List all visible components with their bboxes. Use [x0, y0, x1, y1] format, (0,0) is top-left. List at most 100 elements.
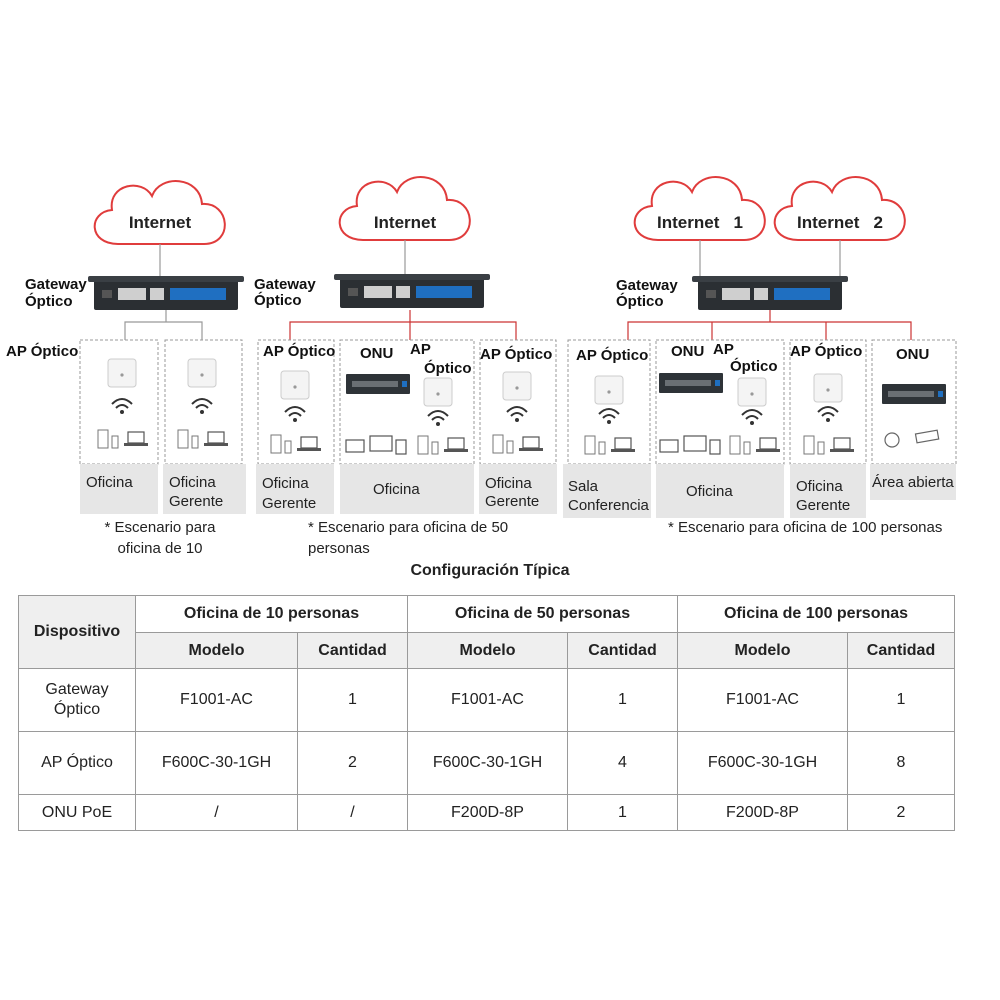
scenario-50: Internet Gateway Óptico AP Óptico ONU AP… — [254, 176, 557, 557]
gateway-label-line2: Óptico — [25, 292, 73, 310]
table-cell: F1001-AC — [407, 668, 568, 732]
table-cell: 8 — [846, 731, 956, 795]
table-cell: F1001-AC — [135, 668, 298, 732]
ap-label-mid-line2: Óptico — [424, 359, 472, 377]
optical-ap-icon — [107, 358, 137, 388]
area-label-bg — [80, 464, 158, 514]
area-office-label: Oficina — [373, 481, 420, 498]
area-manager-label-line2: Gerente — [796, 497, 850, 514]
ap-label-mid-line2: Óptico — [730, 357, 778, 375]
device-cell: AP Óptico — [18, 731, 136, 795]
qty-header: Cantidad — [567, 632, 678, 669]
area-manager-label-line2: Gerente — [262, 495, 316, 512]
gateway-label-line1: Gateway — [254, 276, 316, 293]
scenario-10: Internet Gateway Óptico AP Óptico Oficin… — [6, 180, 246, 557]
qty-header: Cantidad — [846, 632, 956, 669]
device-header: Dispositivo — [18, 595, 136, 669]
area-conference-label-line2: Conferencia — [568, 497, 650, 514]
area-open-label: Área abierta — [872, 474, 954, 491]
onu-label: ONU — [360, 345, 393, 362]
onu-label-right: ONU — [896, 346, 929, 363]
optical-ap-icon — [737, 377, 767, 407]
optical-ap-icon — [187, 358, 217, 388]
optical-gateway-icon — [692, 276, 848, 310]
area-conference-label-line1: Sala — [568, 478, 599, 495]
optical-gateway-icon — [334, 274, 490, 308]
table-cell: F1001-AC — [677, 668, 848, 732]
area-manager-label-line1: Oficina — [262, 475, 309, 492]
table-cell: F200D-8P — [677, 794, 848, 831]
scenario-note-line1: * Escenario para — [105, 519, 217, 536]
table-cell: F200D-8P — [407, 794, 568, 831]
scenario-note-line2: personas — [308, 540, 370, 557]
model-header: Modelo — [135, 632, 298, 669]
table-cell: F600C-30-1GH — [677, 731, 848, 795]
onu-switch-icon — [882, 384, 946, 404]
gateway-label-line2: Óptico — [254, 291, 302, 309]
table-cell: 1 — [567, 794, 678, 831]
model-header: Modelo — [407, 632, 568, 669]
ap-label-left: AP Óptico — [263, 342, 335, 360]
area-office-label: Oficina — [686, 483, 733, 500]
table-cell: F600C-30-1GH — [407, 731, 568, 795]
internet-1-label: Internet 1 — [657, 213, 743, 232]
internet-label: Internet — [129, 213, 192, 232]
area-manager-label-line1: Oficina — [485, 475, 532, 492]
scenario-100: Internet 1 Internet 2 Gateway Óptico AP … — [563, 176, 957, 536]
gateway-label-line1: Gateway — [616, 277, 678, 294]
group-header: Oficina de 100 personas — [676, 595, 956, 633]
scenario-note-line2: oficina de 10 — [117, 540, 202, 557]
ap-label-right: AP Óptico — [790, 342, 862, 360]
area-manager-label-line1: Oficina — [796, 478, 843, 495]
area-label-bg — [479, 464, 557, 514]
ap-label-right: AP Óptico — [480, 345, 552, 363]
qty-header: Cantidad — [297, 632, 408, 669]
area-label-bg — [563, 464, 651, 518]
table-cell: 1 — [846, 668, 956, 732]
area-label-bg — [656, 464, 784, 518]
area-office-label: Oficina — [86, 474, 133, 491]
table-cell: 1 — [567, 668, 678, 732]
internet-2-label: Internet 2 — [797, 213, 883, 232]
gateway-label-line1: Gateway — [25, 276, 87, 293]
internet-label: Internet — [374, 213, 437, 232]
table-cell: F600C-30-1GH — [135, 731, 298, 795]
ap-label-mid-line1: AP — [410, 341, 431, 358]
device-name-line1: Gateway — [45, 681, 109, 698]
dome-camera-icon — [884, 432, 900, 448]
optical-ap-icon — [502, 371, 532, 401]
table-cell: 4 — [567, 731, 678, 795]
table-cell: / — [297, 794, 408, 831]
table-cell: 2 — [846, 794, 956, 831]
group-header: Oficina de 10 personas — [135, 595, 408, 633]
area-label-bg — [163, 464, 246, 514]
area-manager-label-line2: Gerente — [485, 493, 539, 510]
area-manager-label-line2: Gerente — [169, 493, 223, 510]
table-title: Configuración Típica — [410, 562, 570, 579]
bullet-camera-icon — [914, 429, 940, 444]
optical-ap-icon — [594, 375, 624, 405]
area-label-bg — [790, 464, 866, 518]
scenario-note-line1: * Escenario para oficina de 100 personas — [668, 519, 942, 536]
table-row: AP Óptico F600C-30-1GH 2 F600C-30-1GH 4 … — [18, 731, 956, 795]
table-cell: 1 — [297, 668, 408, 732]
area-manager-label-line1: Oficina — [169, 474, 216, 491]
network-topology-diagram: Internet Gateway Óptico AP Óptico Oficin… — [6, 176, 957, 557]
device-name-line2: Óptico — [53, 701, 101, 718]
onu-switch-icon — [346, 374, 410, 394]
ap-label-mid-line1: AP — [713, 341, 734, 358]
device-cell: ONU PoE — [18, 794, 136, 831]
table-row: ONU PoE / / F200D-8P 1 F200D-8P 2 — [18, 794, 956, 831]
scenario-note-line1: * Escenario para oficina de 50 — [308, 519, 508, 536]
group-header: Oficina de 50 personas — [407, 595, 678, 633]
configuration-table: Dispositivo Oficina de 10 personas Ofici… — [18, 595, 956, 831]
area-label-bg — [340, 464, 474, 514]
optical-ap-icon — [280, 370, 310, 400]
optical-gateway-icon — [88, 276, 244, 310]
table-cell: / — [135, 794, 298, 831]
area-label-bg — [256, 464, 334, 514]
onu-switch-icon — [659, 373, 723, 393]
optical-ap-icon — [423, 377, 453, 407]
